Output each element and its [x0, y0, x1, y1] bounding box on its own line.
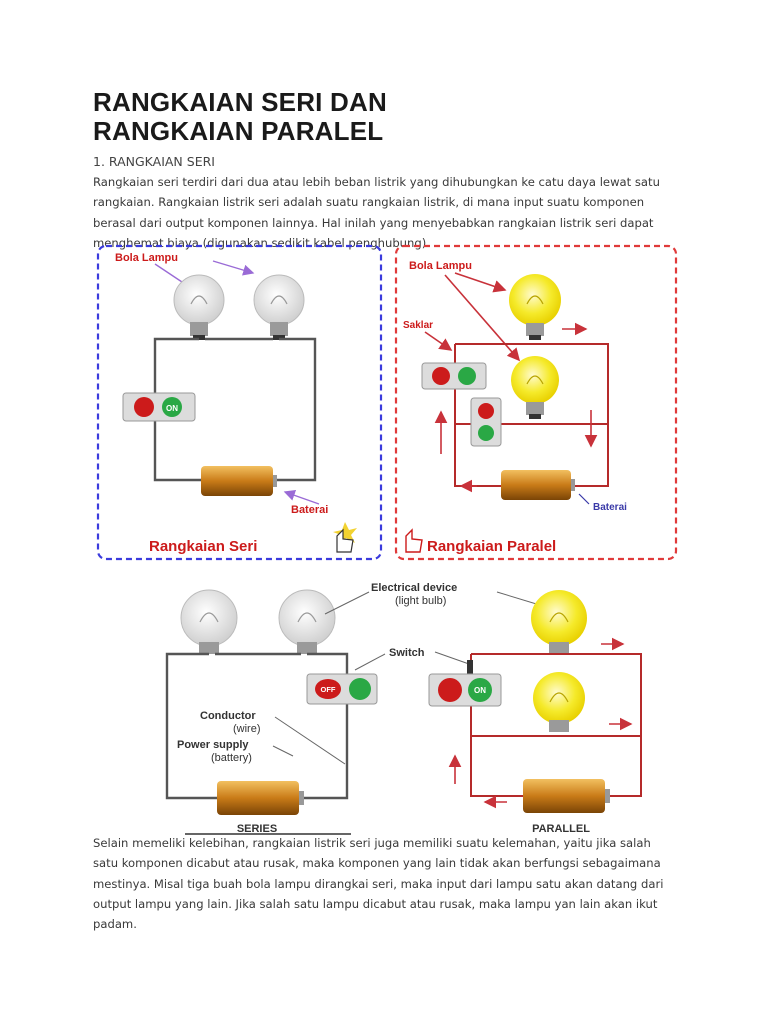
title-line-2: RANGKAIAN PARALEL — [93, 116, 384, 146]
switch-on-label: ON — [474, 686, 486, 695]
caption-series: SERIES — [237, 823, 277, 835]
label-power-supply: Power supply — [177, 739, 249, 751]
label-wire: (wire) — [233, 723, 261, 735]
battery-icon — [523, 779, 610, 813]
paragraph-line: rangkaian. Rangkaian listrik seri adalah… — [93, 195, 645, 210]
label-baterai-parallel: Baterai — [593, 502, 627, 513]
switch-icon — [470, 397, 502, 447]
lit-bulb-icon — [509, 274, 561, 340]
parallel-diagram: ON PARALLEL — [428, 590, 642, 835]
paragraph-line: padam. — [93, 917, 137, 932]
bulb-icon — [253, 274, 305, 340]
switch-lever-icon — [467, 660, 473, 674]
figure-series-parallel-labeled: OFF SERIES Electrical device (light bulb… — [165, 582, 642, 835]
pointer-hand-icon — [333, 522, 357, 553]
caption-parallel: PARALLEL — [532, 823, 590, 835]
switch-icon: ON — [122, 392, 196, 422]
document-title: RANGKAIAN SERI DAN RANGKAIAN PARALEL — [93, 88, 693, 146]
switch-icon: ON — [428, 673, 502, 707]
label-saklar: Saklar — [403, 320, 433, 331]
label-conductor: Conductor — [200, 710, 256, 722]
section-heading: 1. RANGKAIAN SERI — [93, 154, 215, 169]
paragraph-line: satu komponen dicabut atau rusak, maka k… — [93, 856, 661, 871]
label-baterai-series: Baterai — [291, 504, 328, 516]
bulb-icon — [278, 589, 336, 654]
diagram-labels: Electrical device (light bulb) Switch Co… — [177, 582, 544, 765]
switch-off-label: OFF — [321, 685, 336, 694]
title-line-1: RANGKAIAN SERI DAN — [93, 87, 387, 117]
label-light-bulb: (light bulb) — [395, 595, 446, 607]
lit-bulb-icon — [533, 672, 585, 732]
series-diagram: OFF SERIES — [165, 589, 378, 835]
caption-rangkaian-paralel: Rangkaian Paralel — [427, 538, 556, 555]
paragraph-line: Rangkaian seri terdiri dari dua atau leb… — [93, 175, 660, 189]
caption-rangkaian-seri: Rangkaian Seri — [149, 538, 257, 555]
parallel-panel: Bola Lampu Saklar — [394, 244, 678, 561]
figure-series-parallel-diagram: Bola Lampu ON Baterai — [96, 244, 678, 561]
label-battery: (battery) — [211, 752, 252, 764]
bulb-icon — [173, 274, 225, 340]
switch-icon — [421, 362, 487, 390]
paragraph-line: output lampu yang lain. Jika salah satu … — [93, 896, 658, 911]
lit-bulb-icon — [531, 590, 587, 654]
switch-icon: OFF — [306, 673, 378, 705]
paragraph-line: Selain memeliki kelebihan, rangkaian lis… — [93, 836, 651, 850]
label-bola-lampu-series: Bola Lampu — [115, 252, 178, 264]
label-switch: Switch — [389, 647, 425, 659]
bulb-icon — [180, 589, 238, 654]
label-electrical-device: Electrical device — [371, 582, 457, 594]
battery-icon — [201, 466, 277, 496]
label-bola-lampu-parallel: Bola Lampu — [409, 260, 472, 272]
battery-icon — [501, 470, 575, 500]
paragraph-line: berasal dari output komponen lainnya. Ha… — [93, 215, 654, 230]
switch-on-label: ON — [166, 404, 178, 413]
pointer-hand-icon — [405, 528, 423, 553]
paragraph-weakness: Selain memeliki kelebihan, rangkaian lis… — [93, 833, 683, 934]
battery-icon — [217, 781, 304, 815]
series-panel: Bola Lampu ON Baterai — [96, 244, 383, 561]
lit-bulb-icon — [511, 356, 559, 419]
paragraph-line: mestinya. Misal tiga buah bola lampu dir… — [93, 876, 664, 891]
